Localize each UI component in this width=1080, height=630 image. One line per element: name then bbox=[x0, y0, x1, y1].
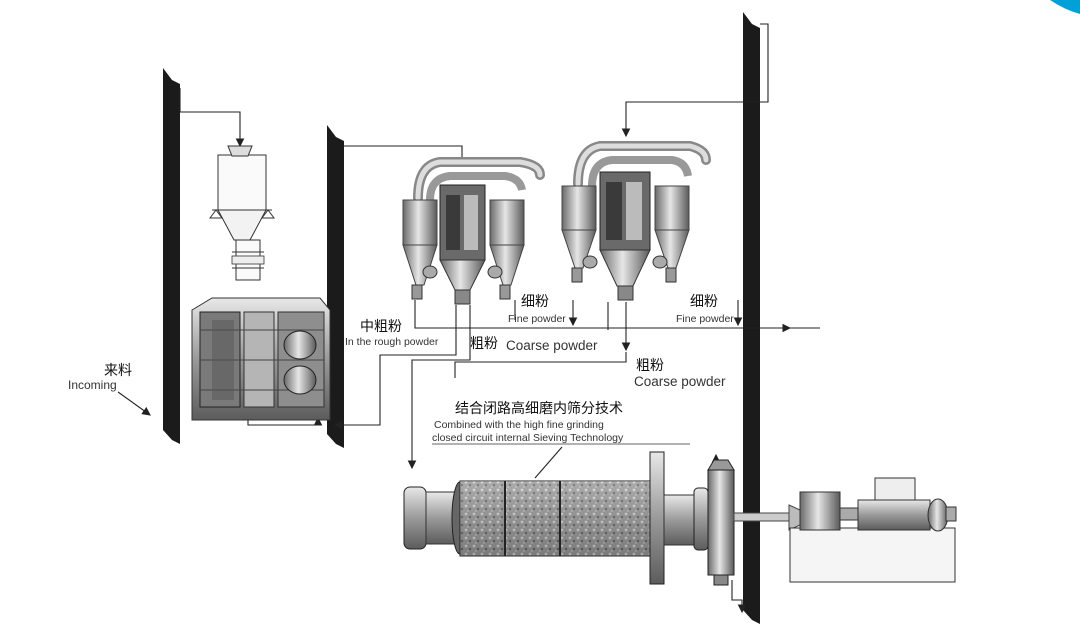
fine-2-label-cn: 细粉 bbox=[690, 294, 718, 310]
elevator-3 bbox=[743, 12, 760, 624]
feed-hopper bbox=[209, 145, 275, 281]
tech-subtitle-line2: closed circuit internal Sieving Technolo… bbox=[432, 432, 624, 444]
tech-subtitle-line1: Combined with the high fine grinding bbox=[434, 419, 604, 431]
coarse-1-label-en: Coarse powder bbox=[506, 338, 598, 353]
fine-1-label-en: Fine powder bbox=[508, 313, 566, 325]
corner-accent bbox=[1050, 0, 1080, 14]
coarse-2-label-en: Coarse powder bbox=[634, 374, 726, 389]
coarse-1-label-cn: 粗粉 bbox=[470, 336, 498, 352]
middle-coarse-label-en: In the rough powder bbox=[345, 336, 439, 348]
fine-2-label-en: Fine powder bbox=[676, 313, 734, 325]
middle-coarse-label-cn: 中粗粉 bbox=[360, 319, 402, 335]
classifier-1 bbox=[402, 157, 545, 305]
classifier-2 bbox=[561, 141, 711, 301]
fine-1-label-cn: 细粉 bbox=[521, 294, 549, 310]
tech-title-cn: 结合闭路高细磨内筛分技术 bbox=[455, 400, 623, 417]
ball-mill bbox=[403, 451, 735, 586]
mill-drive bbox=[733, 477, 957, 583]
roll-press bbox=[191, 297, 331, 421]
incoming-label-en: Incoming bbox=[68, 378, 117, 392]
coarse-2-label-cn: 粗粉 bbox=[636, 358, 664, 374]
incoming-label-cn: 来料 bbox=[104, 363, 132, 379]
elevator-1 bbox=[163, 68, 180, 444]
flow-lines bbox=[117, 23, 820, 614]
labels: 来料 Incoming 中粗粉 In the rough powder 粗粉 C… bbox=[68, 294, 734, 445]
